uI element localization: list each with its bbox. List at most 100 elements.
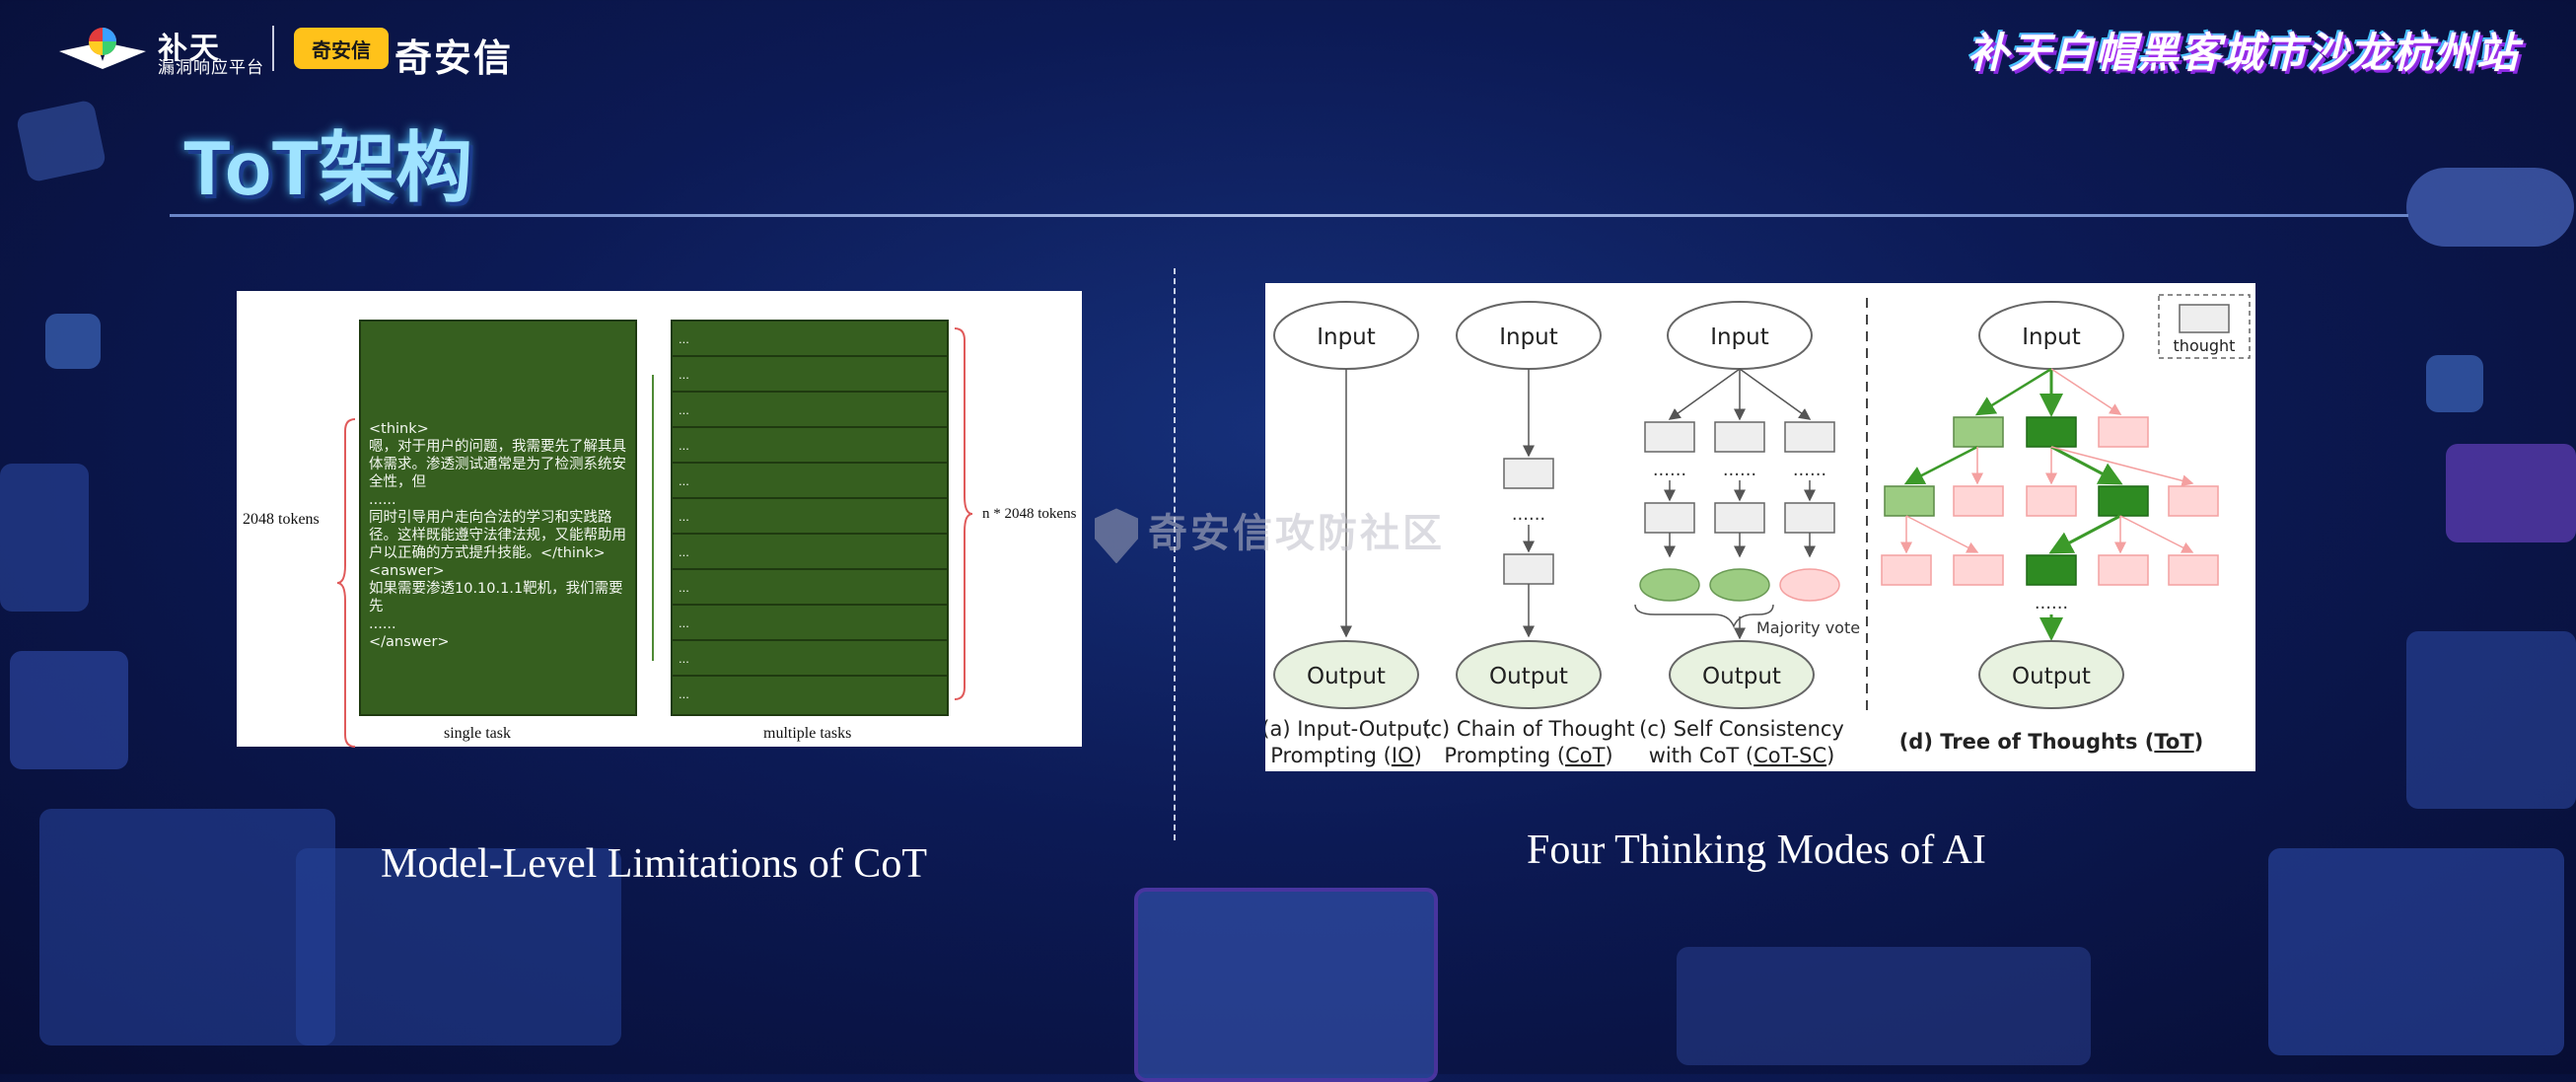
tot-thought-node bbox=[1953, 554, 2004, 586]
sc-caption-line2: with CoT (CoT-SC) bbox=[1649, 744, 1835, 767]
separator-line bbox=[652, 375, 654, 661]
tot-thought-node bbox=[2026, 485, 2077, 517]
butian-logo-icon bbox=[59, 28, 146, 69]
sc-answer-node bbox=[1779, 568, 1840, 602]
io-caption-line1: (a) Input-Output bbox=[1265, 717, 1431, 741]
think-line: ...... bbox=[369, 616, 396, 632]
tot-thought-node bbox=[1881, 554, 1932, 586]
think-line: <answer> bbox=[369, 563, 445, 579]
logo-divider bbox=[272, 26, 274, 71]
tot-edge bbox=[2050, 446, 2194, 487]
task-row: ... bbox=[673, 499, 947, 535]
tot-edge bbox=[1905, 515, 1979, 553]
tot-edge bbox=[1974, 367, 2052, 416]
sc-thought-node bbox=[1644, 502, 1695, 534]
task-row: ... bbox=[679, 686, 689, 701]
left-brace-icon bbox=[336, 418, 356, 748]
task-row: ... bbox=[673, 535, 947, 570]
task-row: ... bbox=[673, 357, 947, 393]
io-output-label: Output bbox=[1307, 664, 1386, 689]
sc-thought-node bbox=[1714, 502, 1765, 534]
task-row: ... bbox=[673, 464, 947, 499]
decor-terminal-center bbox=[1134, 888, 1438, 1082]
sc-caption-line1: (c) Self Consistency bbox=[1639, 717, 1844, 741]
sc-thought-node bbox=[1714, 421, 1765, 453]
io-output-node bbox=[1273, 640, 1419, 709]
tot-edge bbox=[2048, 514, 2121, 554]
sc-thought-node bbox=[1784, 421, 1835, 453]
tot-thought-node bbox=[2026, 554, 2077, 586]
sc-edge bbox=[1668, 368, 1741, 420]
multiple-tasks-block: ... ... ... ... ... ... ... ... ... ... … bbox=[671, 320, 949, 716]
task-row: ... bbox=[673, 428, 947, 464]
sc-majority-label: Majority vote bbox=[1756, 618, 1860, 637]
sc-answer-node bbox=[1709, 568, 1770, 602]
tot-edge bbox=[1903, 445, 1978, 485]
io-input-label: Input bbox=[1317, 325, 1376, 350]
tot-input-label: Input bbox=[2022, 325, 2081, 350]
sc-answer-node bbox=[1639, 568, 1700, 602]
sc-edge bbox=[1739, 368, 1812, 420]
cot-output-node bbox=[1456, 640, 1602, 709]
cot-dots: ...... bbox=[1512, 504, 1545, 525]
task-row: ... bbox=[673, 570, 947, 606]
think-line: ...... bbox=[369, 492, 396, 508]
tot-thought-node bbox=[2098, 554, 2149, 586]
legend-box bbox=[2158, 294, 2251, 359]
event-title: 补天白帽黑客城市沙龙杭州站 bbox=[1967, 30, 2519, 76]
cot-limitations-figure: 2048 tokens <think> 嗯，对于用户的问题，我需要先了解其具体需… bbox=[237, 291, 1082, 748]
think-line: 同时引导用户走向合法的学习和实践路径。这样既能遵守法律法规，又能帮助用户以正确的… bbox=[369, 510, 626, 561]
decor-panel-right bbox=[2446, 444, 2576, 542]
sc-dots: ...... bbox=[1793, 460, 1826, 480]
decor-telescope-right bbox=[2406, 168, 2574, 247]
right-token-label: n * 2048 tokens bbox=[982, 506, 1077, 522]
cot-caption-line1: (c) Chain of Thought bbox=[1422, 717, 1634, 741]
tot-dots: ...... bbox=[2035, 593, 2068, 613]
tot-edge bbox=[2119, 515, 2194, 553]
cot-output-label: Output bbox=[1489, 664, 1568, 689]
decor-keyboard-right bbox=[1677, 947, 2091, 1065]
legend-thought-node bbox=[2179, 304, 2230, 333]
think-line: 如果需要渗透10.10.1.1靶机，我们需要先 bbox=[369, 581, 623, 614]
cot-thought-node bbox=[1503, 458, 1554, 489]
decor-screen-right bbox=[2268, 848, 2564, 1055]
think-line: <think> bbox=[369, 421, 429, 437]
qax-logo-badge: 奇安信 bbox=[294, 28, 389, 69]
tot-thought-node bbox=[2168, 485, 2219, 517]
decor-device-left-low bbox=[10, 651, 128, 769]
tot-thought-node bbox=[1953, 416, 2004, 448]
single-task-label: single task bbox=[444, 725, 511, 742]
sc-output-node bbox=[1669, 640, 1815, 709]
think-line: </answer> bbox=[369, 634, 450, 650]
watermark: 奇安信攻防社区 bbox=[1095, 501, 1445, 564]
multiple-tasks-label: multiple tasks bbox=[763, 725, 852, 742]
tot-thought-node bbox=[2098, 485, 2149, 517]
task-row: ... bbox=[673, 606, 947, 641]
tot-thought-node bbox=[1953, 485, 2004, 517]
sc-dots: ...... bbox=[1653, 460, 1686, 480]
decor-device-top-left bbox=[15, 99, 107, 183]
watermark-text: 奇安信攻防社区 bbox=[1148, 512, 1445, 555]
sc-thought-node bbox=[1644, 421, 1695, 453]
cot-caption-line2: Prompting (CoT) bbox=[1444, 744, 1612, 767]
butian-logo-text: 补天 bbox=[158, 33, 221, 65]
io-caption-line2: Prompting (IO) bbox=[1270, 744, 1422, 767]
thinking-modes-figure: Input Output (a) Input-Output Prompting … bbox=[1261, 283, 2255, 771]
watermark-shield-icon bbox=[1095, 508, 1138, 564]
center-dashed-divider bbox=[1174, 268, 1176, 840]
tot-caption: (d) Tree of Thoughts (ToT) bbox=[1899, 730, 2204, 754]
sc-majority-brace bbox=[1634, 604, 1774, 628]
left-caption: Model-Level Limitations of CoT bbox=[381, 841, 928, 887]
qax-logo-text: 奇安信 bbox=[394, 38, 514, 80]
title-divider bbox=[170, 214, 2408, 217]
think-text: <think> 嗯，对于用户的问题，我需要先了解其具体需求。渗透测试通常是为了检… bbox=[369, 420, 633, 651]
right-brace-icon bbox=[954, 327, 973, 700]
decor-laptop-left bbox=[39, 809, 335, 1046]
tot-output-node bbox=[1978, 640, 2124, 709]
sc-dots: ...... bbox=[1723, 460, 1756, 480]
task-row: ... bbox=[673, 322, 947, 357]
tot-thought-node bbox=[2168, 554, 2219, 586]
cot-thought-node bbox=[1503, 553, 1554, 585]
task-row: ... bbox=[673, 641, 947, 677]
decor-device-right-mid bbox=[2406, 631, 2576, 809]
